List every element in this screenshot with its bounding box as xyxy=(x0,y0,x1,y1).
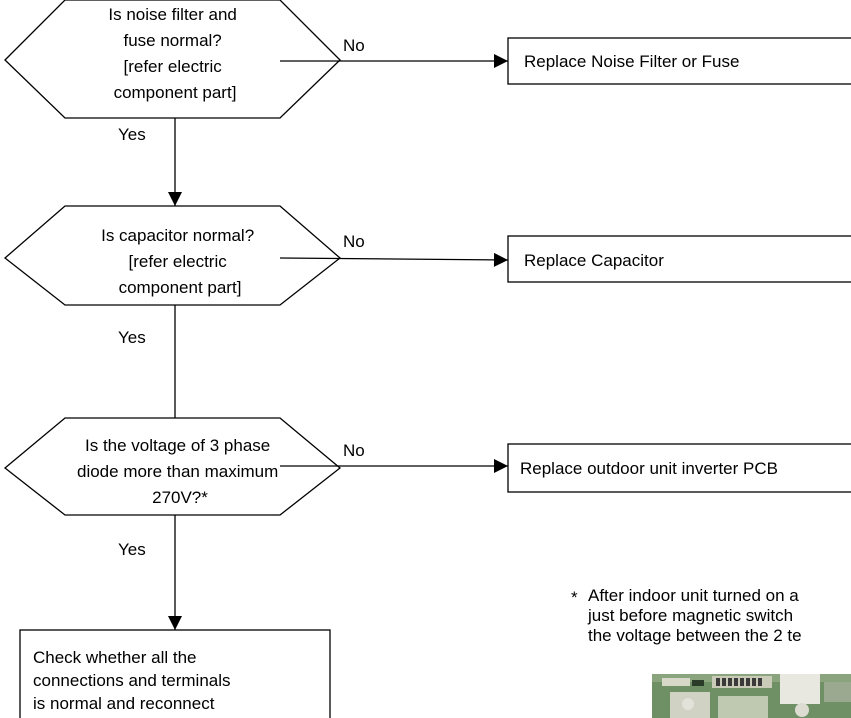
yes-label-3: Yes xyxy=(118,540,146,559)
no-label-1: No xyxy=(343,36,365,55)
no-label-3: No xyxy=(343,441,365,460)
yes-label-1: Yes xyxy=(118,125,146,144)
action-text-1: Replace Noise Filter or Fuse xyxy=(524,52,739,71)
action-box-2 xyxy=(507,235,851,283)
footnote-marker: * xyxy=(571,588,578,607)
decision-3-diamond xyxy=(3,417,342,516)
action-text-2: Replace Capacitor xyxy=(524,251,664,270)
no-label-2: No xyxy=(343,232,365,251)
footnote-text: After indoor unit turned on a just befor… xyxy=(587,586,803,645)
pcb-photo xyxy=(652,674,851,718)
action-box-3 xyxy=(507,443,851,493)
decision-1-diamond xyxy=(4,0,341,119)
final-action-text: Check whether all the connections and te… xyxy=(33,648,235,713)
decision-3-text: Is the voltage of 3 phase diode more tha… xyxy=(77,436,283,507)
final-action-box xyxy=(19,629,331,718)
decision-2-text: Is capacitor normal? [refer electric com… xyxy=(101,226,259,297)
decision-1-text: Is noise filter and fuse normal? [refer … xyxy=(108,5,241,102)
no-connector-2 xyxy=(279,252,509,267)
yes-label-2: Yes xyxy=(118,328,146,347)
action-box-1 xyxy=(507,37,851,85)
action-text-3: Replace outdoor unit inverter PCB xyxy=(520,459,778,478)
